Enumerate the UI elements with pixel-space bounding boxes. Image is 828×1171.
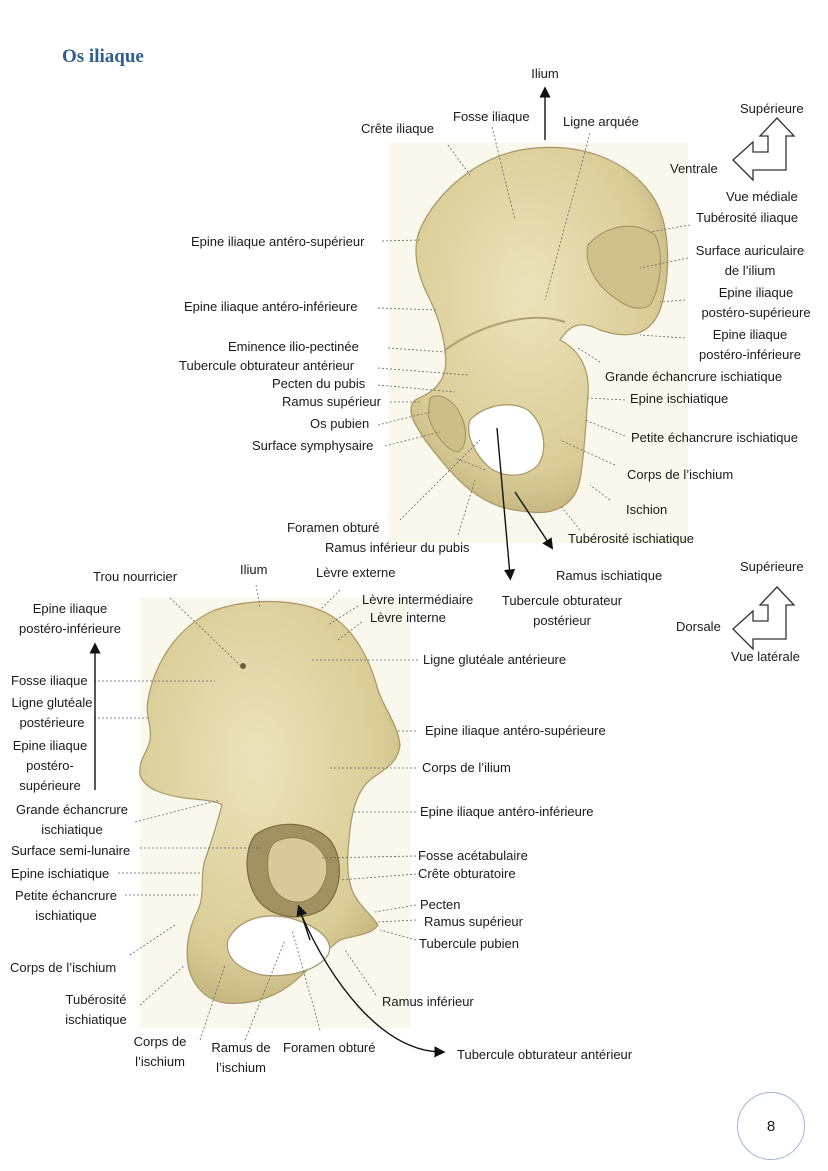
label-ligne-glut-ant: Ligne glutéale antérieure	[423, 652, 567, 667]
medial-arrows	[496, 86, 554, 581]
orientation-arrow-lateral	[732, 586, 796, 651]
label-crete-obturatoire: Crête obturatoire	[418, 866, 516, 881]
label-ligne-arquee: Ligne arquée	[563, 114, 639, 129]
label-pecten-lateral: Pecten	[420, 897, 461, 912]
label-foramen-obture-medial: Foramen obturé	[287, 520, 380, 535]
label-epine-ant-sup-lateral: Epine iliaque antéro-supérieure	[425, 723, 606, 738]
label-tuberosite-iliaque: Tubérosité iliaque	[696, 210, 799, 225]
label-ramus-ischiatique: Ramus ischiatique	[556, 568, 663, 583]
orientation-arrow-medial	[732, 117, 796, 182]
label-grande-echancrure-medial: Grande échancrure ischiatique	[605, 369, 783, 384]
label-epine-post-inf-lateral: Epine iliaque postéro-inférieure	[19, 601, 121, 636]
label-ramus-sup-lateral: Ramus supérieur	[424, 914, 523, 929]
label-ramus-sup-medial: Ramus supérieur	[282, 394, 381, 409]
label-epine-ischiatique-medial: Epine ischiatique	[630, 391, 729, 406]
label-foramen-obture-lateral: Foramen obturé	[283, 1040, 376, 1055]
label-ischion: Ischion	[626, 502, 668, 517]
label-tuberosite-ischiatique-lateral: Tubérosité ischiatique	[65, 992, 127, 1027]
lateral-leader-lines	[94, 584, 418, 1041]
label-tubercule-obt-ant-lateral: Tubercule obturateur antérieur	[457, 1047, 633, 1062]
label-tubercule-obt-post: Tubercule obturateur postérieur	[501, 593, 623, 628]
label-corps-ischium-medial: Corps de l’ischium	[627, 467, 734, 482]
label-levre-interne: Lèvre interne	[370, 610, 446, 625]
lateral-arrows	[89, 642, 446, 1058]
label-ligne-glut-post: Ligne glutéale postérieure	[11, 695, 93, 730]
label-corps-ischium-bottom: Corps de l’ischium	[133, 1034, 187, 1069]
label-surface-auriculaire: Surface auriculaire de l’ilium	[695, 243, 805, 278]
label-pecten-medial: Pecten du pubis	[272, 376, 366, 391]
label-epine-post-sup-medial: Epine iliaque postéro-supérieure	[701, 285, 811, 320]
label-crete-iliaque: Crête iliaque	[361, 121, 434, 136]
lateral-view-bone	[139, 601, 401, 1005]
label-ramus-ischium: Ramus de l’ischium	[211, 1040, 271, 1075]
label-ramus-inf-lateral: Ramus inférieur	[382, 994, 474, 1009]
orientation-view-medial: Vue médiale	[726, 189, 798, 204]
label-levre-externe: Lèvre externe	[316, 565, 396, 580]
label-surface-semi-lunaire: Surface semi-lunaire	[11, 843, 131, 858]
label-petite-echancrure-lateral: Petite échancrure ischiatique	[15, 888, 117, 923]
medial-leader-lines	[377, 126, 691, 536]
label-epine-ischiatique-lateral: Epine ischiatique	[11, 866, 110, 881]
page-number: 8	[737, 1092, 805, 1160]
label-epine-ant-inf-lateral: Epine iliaque antéro-inférieure	[420, 804, 594, 819]
label-fosse-iliaque-lateral: Fosse iliaque	[11, 673, 88, 688]
orientation-view-lateral: Vue latérale	[731, 649, 800, 664]
medial-view-bone	[410, 146, 669, 514]
label-tubercule-pubien: Tubercule pubien	[419, 936, 519, 951]
label-eminence: Eminence ilio-pectinée	[228, 339, 359, 354]
label-ramus-inf-pubis: Ramus inférieur du pubis	[325, 540, 470, 555]
label-epine-post-inf-medial: Epine iliaque postéro-inférieure	[699, 327, 801, 362]
label-ilium-lateral: Ilium	[240, 562, 268, 577]
label-tuberosite-ischiatique-medial: Tubérosité ischiatique	[568, 531, 694, 546]
label-fosse-iliaque: Fosse iliaque	[453, 109, 530, 124]
label-tubercule-obt-ant-medial: Tubercule obturateur antérieur	[179, 358, 355, 373]
label-levre-intermediaire: Lèvre intermédiaire	[362, 592, 474, 607]
label-corps-ilium: Corps de l’ilium	[422, 760, 511, 775]
label-epine-ant-sup-medial: Epine iliaque antéro-supérieur	[191, 234, 365, 249]
label-os-pubien: Os pubien	[310, 416, 370, 431]
label-epine-post-sup-lateral: Epine iliaque postéro- supérieure	[12, 738, 88, 793]
page-title: Os iliaque	[62, 46, 144, 67]
label-ilium: Ilium	[531, 66, 559, 81]
label-petite-echancrure-medial: Petite échancrure ischiatique	[631, 430, 798, 445]
label-fosse-acetabulaire: Fosse acétabulaire	[418, 848, 528, 863]
orientation-top-medial: Supérieure	[740, 101, 804, 116]
label-epine-ant-inf-medial: Epine iliaque antéro-inférieure	[184, 299, 358, 314]
orientation-left-lateral: Dorsale	[676, 619, 721, 634]
orientation-top-lateral: Supérieure	[740, 559, 804, 574]
page-number-text: 8	[766, 1117, 776, 1135]
label-grande-echancrure-lateral: Grande échancrure ischiatique	[15, 802, 128, 837]
label-trou-nourricier: Trou nourricier	[93, 569, 178, 584]
label-corps-ischium-lateral: Corps de l’ischium	[10, 960, 117, 975]
orientation-left-medial: Ventrale	[670, 161, 718, 176]
label-surface-symphysaire: Surface symphysaire	[252, 438, 374, 453]
